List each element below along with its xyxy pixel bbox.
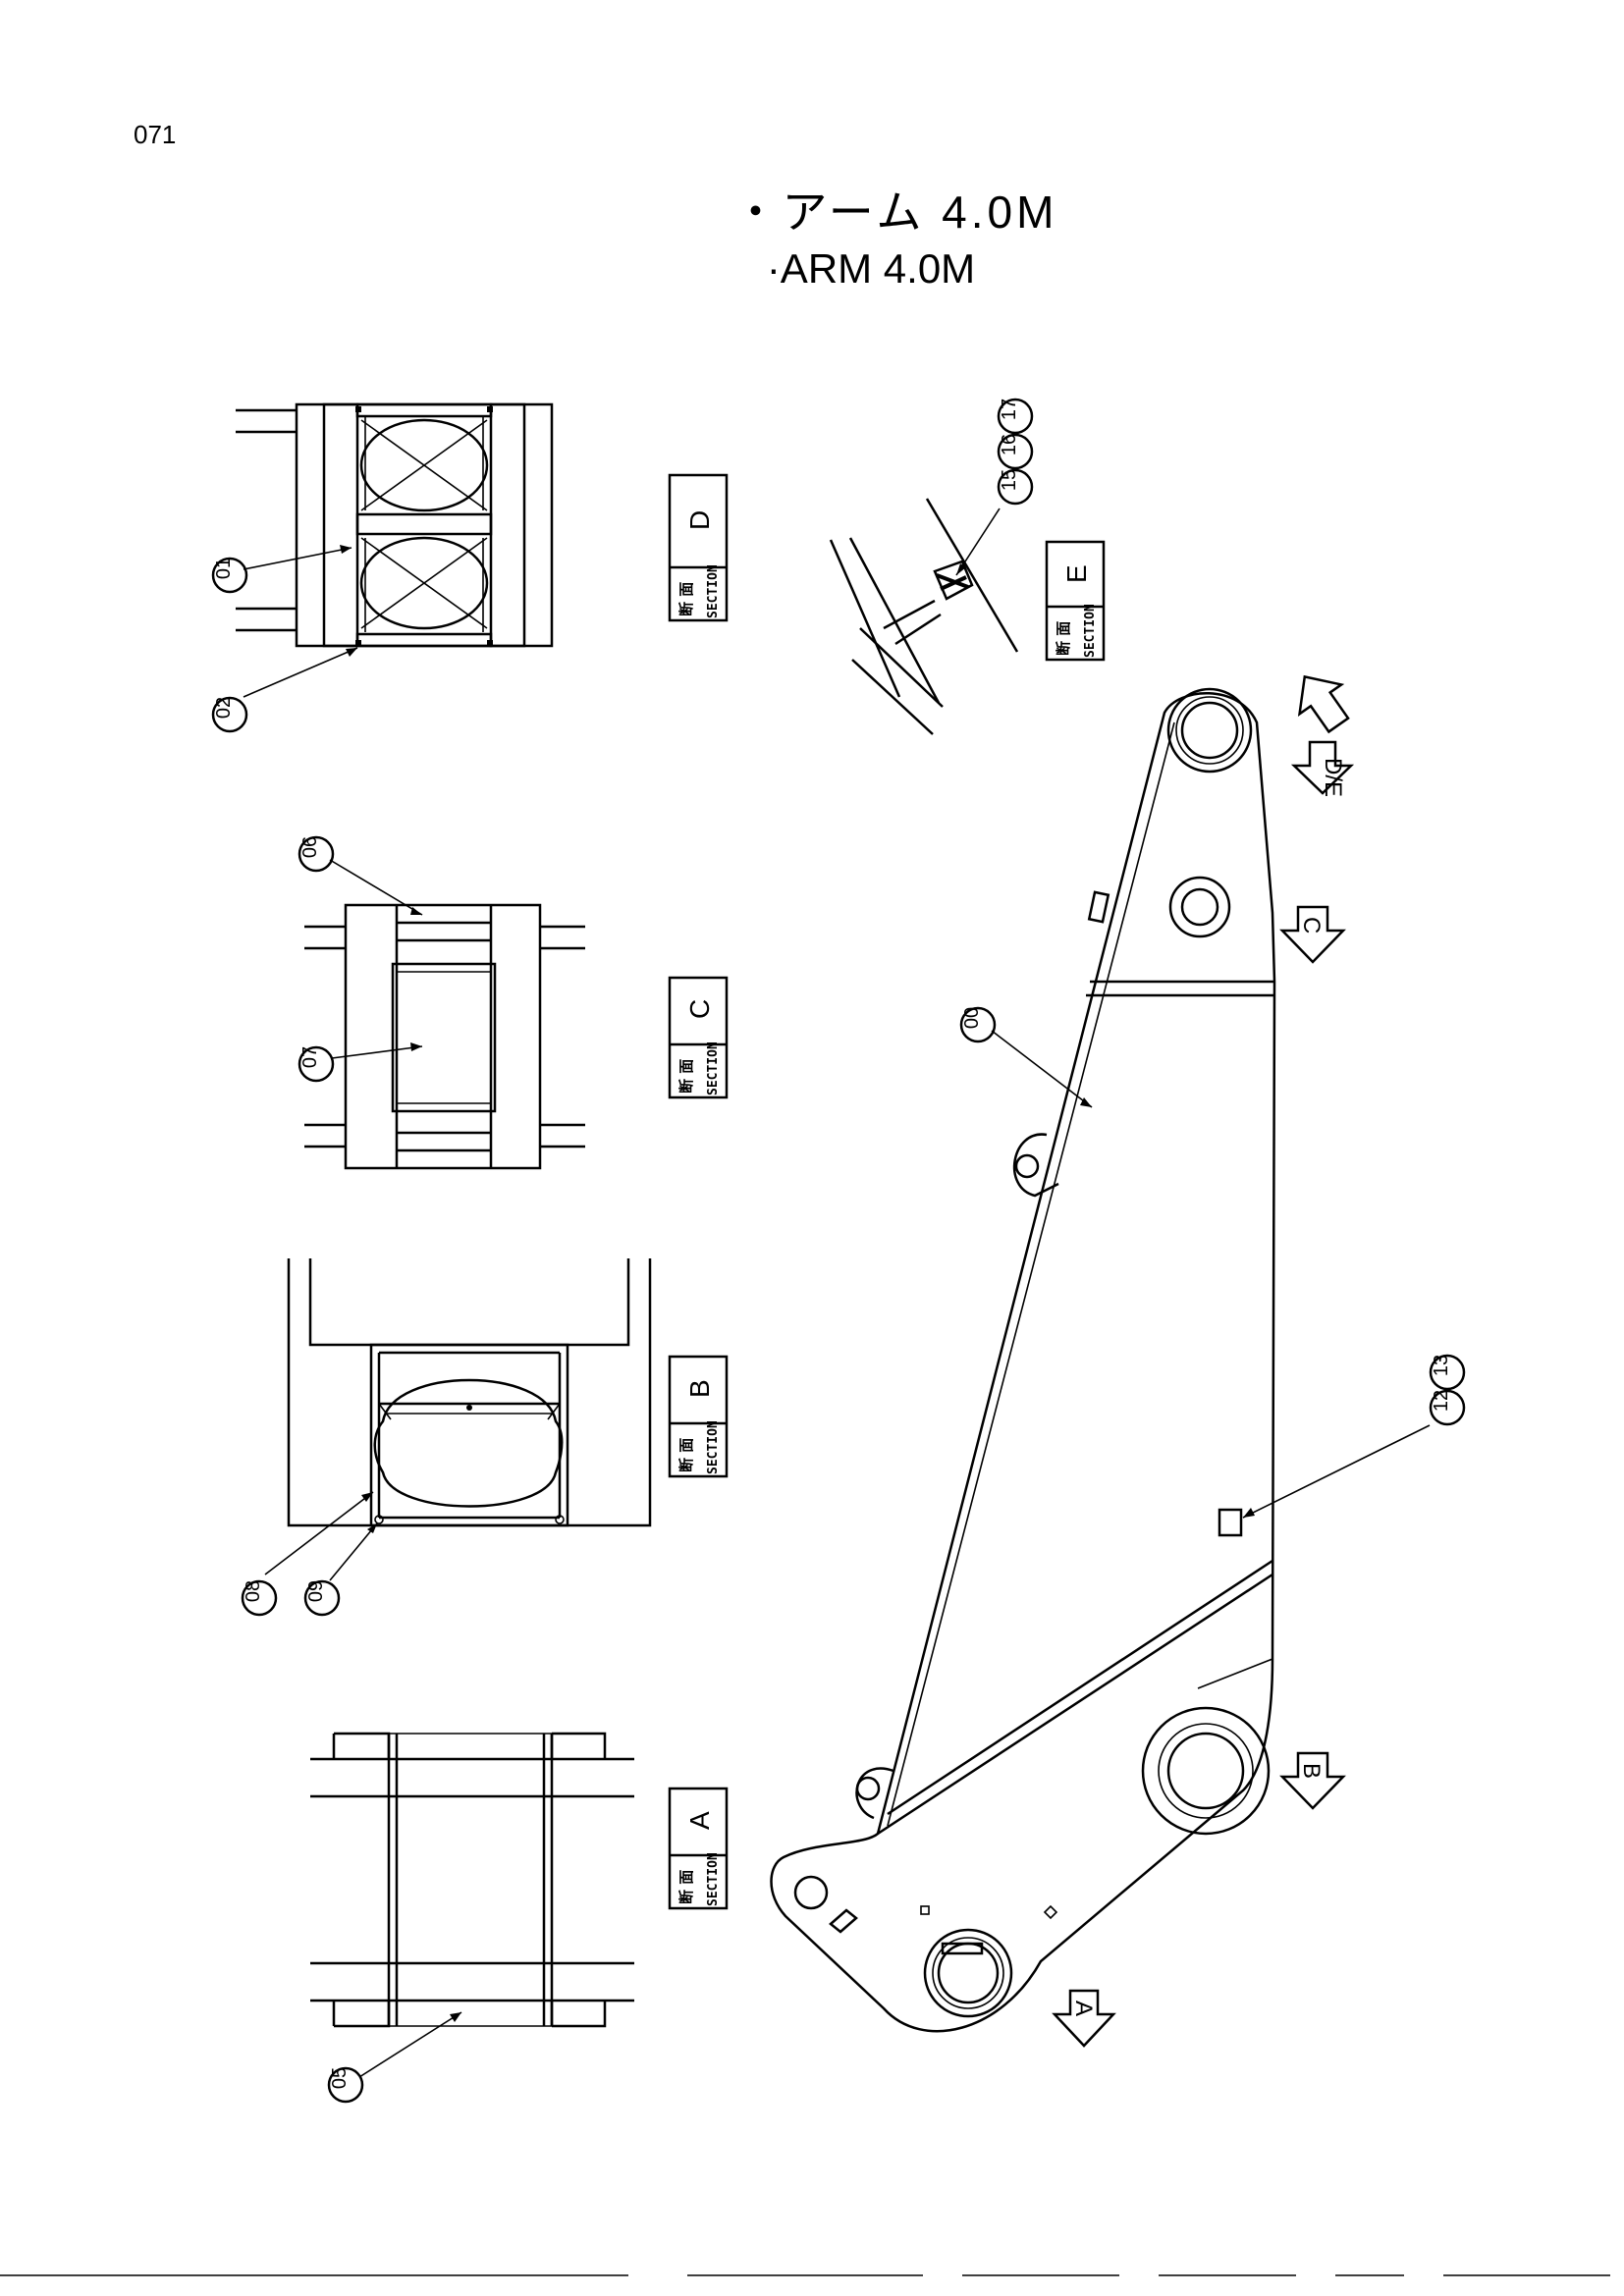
callout-15-label: 15 <box>999 469 1020 491</box>
cut-arrow-b-label: B <box>1298 1763 1325 1779</box>
callout-01-label: 01 <box>213 558 235 579</box>
section-b-view <box>264 1258 652 1581</box>
callout-02: 02 <box>211 696 248 733</box>
section-a-view <box>310 1732 634 2078</box>
cut-arrow-a: A <box>1052 1989 1116 2048</box>
callout-02-label: 02 <box>213 697 235 719</box>
callout-06: 06 <box>298 835 335 873</box>
callout-05: 05 <box>327 2066 364 2104</box>
callout-07: 07 <box>298 1045 335 1083</box>
cut-arrow-c: C <box>1279 905 1346 964</box>
title-english: ·ARM 4.0M <box>766 245 976 292</box>
cut-arrow-d-e: D/E <box>1290 674 1355 797</box>
cut-arrow-a-label: A <box>1070 2001 1097 2016</box>
section-label-e: 断 面 SECTION E <box>1045 540 1106 662</box>
callout-00-label: 00 <box>961 1007 983 1029</box>
section-label-a-en: SECTION <box>706 1852 721 1906</box>
section-label-b-letter: B <box>684 1379 715 1398</box>
callout-15-16-17: 15 16 17 <box>997 398 1034 506</box>
section-label-d-letter: D <box>684 510 715 530</box>
callout-09-label: 09 <box>305 1580 327 1602</box>
section-label-e-letter: E <box>1061 564 1092 583</box>
callout-09: 09 <box>303 1579 341 1617</box>
section-d-view <box>236 402 554 698</box>
cut-arrow-d-e-label: D/E <box>1320 758 1346 797</box>
callout-01: 01 <box>211 557 248 594</box>
section-label-b: 断 面 SECTION B <box>668 1355 729 1478</box>
section-label-a-jp: 断 面 <box>677 1870 695 1904</box>
section-label-e-en: SECTION <box>1083 604 1098 658</box>
section-label-c-letter: C <box>684 999 715 1019</box>
section-label-c: 断 面 SECTION C <box>668 976 729 1099</box>
callout-08: 08 <box>241 1579 278 1617</box>
section-label-d-en: SECTION <box>706 564 721 618</box>
callout-07-label: 07 <box>299 1046 321 1068</box>
title-japanese: ・アーム 4.0M <box>732 187 1058 238</box>
section-c-view <box>304 859 585 1170</box>
callout-06-label: 06 <box>299 836 321 858</box>
section-label-c-jp: 断 面 <box>677 1059 695 1094</box>
cut-arrow-b: B <box>1279 1751 1346 1810</box>
section-label-d-jp: 断 面 <box>677 582 695 616</box>
section-label-a-letter: A <box>684 1811 715 1830</box>
section-label-b-en: SECTION <box>706 1420 721 1474</box>
section-e-view <box>829 498 1019 735</box>
callout-08-label: 08 <box>243 1580 264 1602</box>
cut-arrow-c-label: C <box>1298 917 1325 934</box>
section-label-d: 断 面 SECTION D <box>668 473 729 622</box>
section-label-e-jp: 断 面 <box>1055 621 1072 656</box>
section-label-c-en: SECTION <box>706 1041 721 1095</box>
arm-main-view <box>770 687 1431 2033</box>
page-number: 071 <box>134 120 177 149</box>
callout-00: 00 <box>959 1006 997 1043</box>
callout-13-label: 13 <box>1431 1355 1452 1376</box>
callout-12-label: 12 <box>1431 1390 1452 1412</box>
callout-12-13: 12 13 <box>1429 1354 1466 1426</box>
callout-16-label: 16 <box>999 434 1020 455</box>
section-label-a: 断 面 SECTION A <box>668 1787 729 1910</box>
callout-17-label: 17 <box>999 399 1020 420</box>
section-label-b-jp: 断 面 <box>677 1438 695 1472</box>
callout-05-label: 05 <box>329 2067 351 2089</box>
